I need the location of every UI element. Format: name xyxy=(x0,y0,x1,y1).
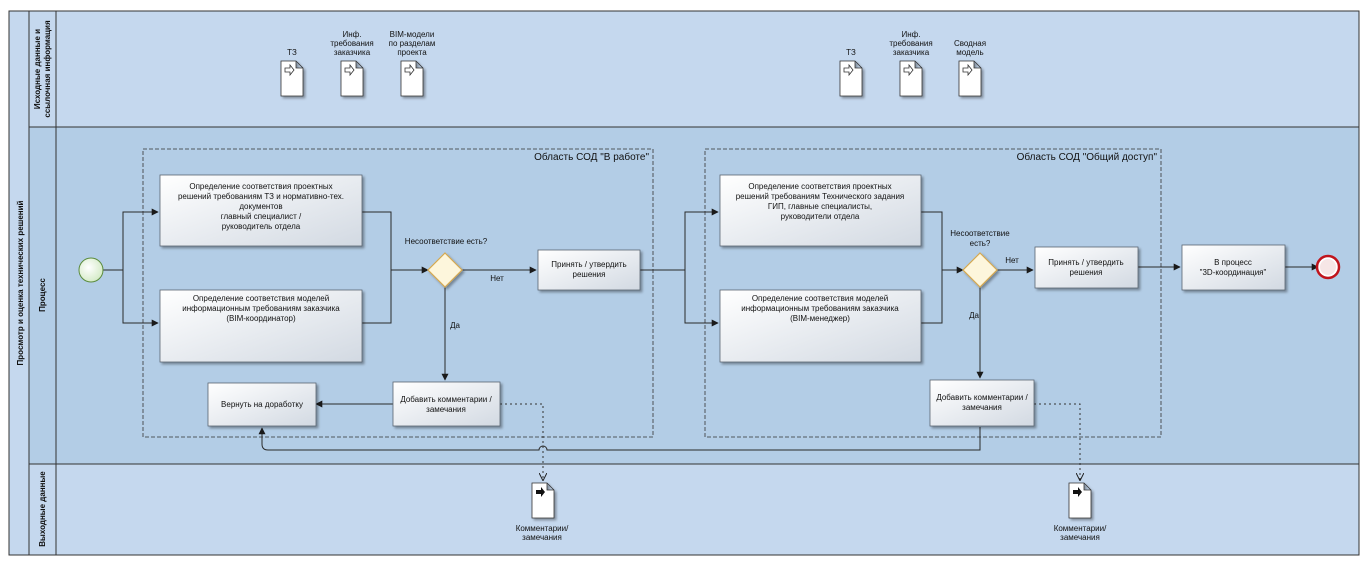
flow-label-yes-right: Да xyxy=(969,311,979,320)
svg-text:Вернуть на доработку: Вернуть на доработку xyxy=(221,400,303,409)
start-event[interactable] xyxy=(78,257,104,283)
input-left-document-icon-1[interactable] xyxy=(280,60,304,97)
task-left-return[interactable]: Вернуть на доработку xyxy=(207,382,317,427)
input-left-label-1: ТЗ xyxy=(287,48,297,57)
gateway-right[interactable] xyxy=(962,252,998,288)
flow-label-no-left: Нет xyxy=(490,274,504,283)
lane-process-label: Процесс xyxy=(38,278,47,312)
pool-title: Просмотр и оценка технических решений xyxy=(16,200,25,365)
input-right-document-icon-1[interactable] xyxy=(839,60,863,97)
pool: Просмотр и оценка технических решений Ис… xyxy=(8,10,1360,556)
svg-text:Определение соответствия модел: Определение соответствия моделейинформац… xyxy=(182,294,340,323)
input-left-document-icon-2[interactable] xyxy=(340,60,364,97)
task-right-next-process[interactable]: В процесс"3D-координация" xyxy=(1181,244,1286,291)
group-shared-title: Область СОД "Общий доступ" xyxy=(1017,151,1158,163)
input-right-document-icon-2[interactable] xyxy=(899,60,923,97)
sequence-flows xyxy=(103,208,1319,451)
group-in-work-title: Область СОД "В работе" xyxy=(534,151,649,163)
data-input-arrow-icon xyxy=(344,63,355,77)
lane-input-label-2: ссылочная информация xyxy=(43,20,52,118)
lane-output xyxy=(28,463,1360,556)
input-right-label-1: ТЗ xyxy=(846,48,856,57)
output-right-document-icon[interactable] xyxy=(1068,482,1092,519)
svg-text:Добавить комментарии /замечани: Добавить комментарии /замечания xyxy=(936,393,1028,412)
task-left-comment[interactable]: Добавить комментарии /замечания xyxy=(392,381,501,427)
data-input-arrow-icon xyxy=(962,63,973,77)
flow-label-no-right: Нет xyxy=(1005,256,1019,265)
lane-input xyxy=(28,10,1360,128)
lane-output-label: Выходные данные xyxy=(38,471,47,547)
svg-text:В процесс"3D-координация": В процесс"3D-координация" xyxy=(1200,258,1267,277)
data-input-arrow-icon xyxy=(843,63,854,77)
input-right-document-icon-3[interactable] xyxy=(958,60,982,97)
data-input-arrow-icon xyxy=(284,63,295,77)
data-output-arrow-icon xyxy=(536,487,545,497)
end-event[interactable] xyxy=(1315,254,1341,280)
output-left-document-icon[interactable] xyxy=(531,482,555,519)
flow-label-yes-left: Да xyxy=(450,321,460,330)
output-documents: Комментарии/замечания Комментарии/замечан… xyxy=(516,482,1107,542)
group-in-work: Область СОД "В работе" xyxy=(142,148,654,438)
svg-text:Определение соответствия проек: Определение соответствия проектныхрешени… xyxy=(736,182,905,221)
gateway-left-question: Несоответствие есть? xyxy=(405,237,488,246)
data-input-arrow-icon xyxy=(903,63,914,77)
group-shared: Область СОД "Общий доступ" xyxy=(704,148,1162,438)
gateway-left[interactable] xyxy=(427,252,463,288)
task-right-comment[interactable]: Добавить комментарии /замечания xyxy=(929,379,1035,427)
output-right-label: Комментарии/замечания xyxy=(1054,524,1107,542)
svg-text:Добавить комментарии /замечани: Добавить комментарии /замечания xyxy=(400,395,492,414)
data-output-arrow-icon xyxy=(1073,487,1082,497)
data-input-arrow-icon xyxy=(404,63,415,77)
svg-text:Определение соответствия модел: Определение соответствия моделейинформац… xyxy=(741,294,899,323)
input-left-document-icon-3[interactable] xyxy=(400,60,424,97)
lane-input-label-1: Исходные данные и xyxy=(33,29,42,109)
output-left-label: Комментарии/замечания xyxy=(516,524,569,542)
data-associations xyxy=(500,403,1080,480)
svg-text:Определение соответствия проек: Определение соответствия проектныхрешени… xyxy=(178,182,344,231)
